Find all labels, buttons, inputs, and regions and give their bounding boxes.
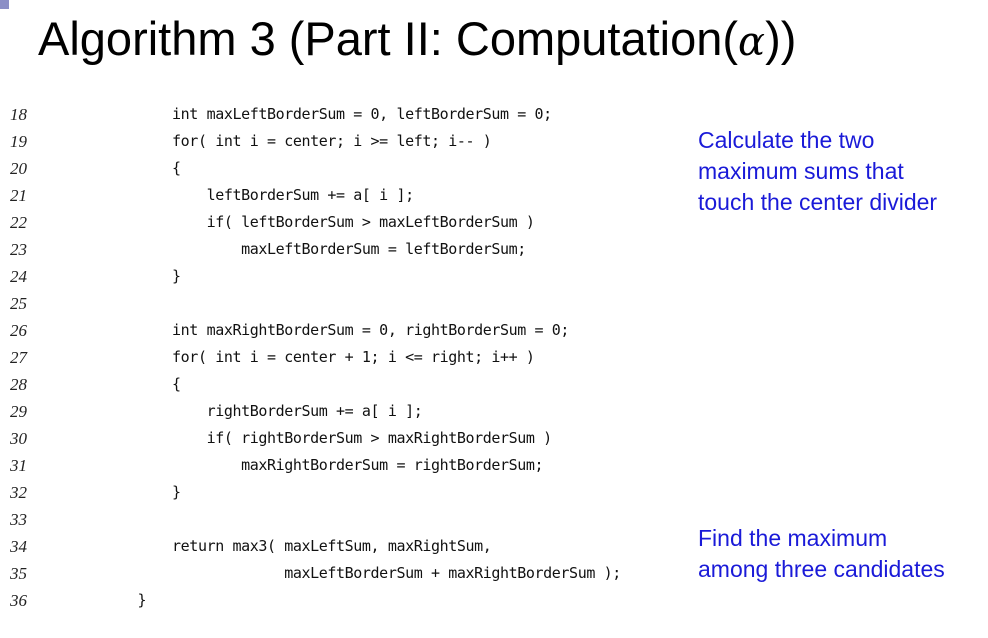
line-number: 29 [10, 402, 27, 421]
line-number: 34 [10, 537, 27, 556]
line-number: 18 [10, 105, 27, 124]
line-number: 33 [10, 510, 27, 529]
code-line: 18 int maxLeftBorderSum = 0, leftBorderS… [0, 101, 660, 128]
code-line: 35 maxLeftBorderSum + maxRightBorderSum … [0, 560, 660, 587]
line-number: 25 [10, 294, 27, 313]
code-text: leftBorderSum += a[ i ]; [103, 186, 415, 204]
code-line: 36 } [0, 587, 660, 614]
code-text: if( rightBorderSum > maxRightBorderSum ) [103, 429, 553, 447]
code-listing: 18 int maxLeftBorderSum = 0, leftBorderS… [0, 101, 660, 614]
alpha-symbol: α [738, 19, 766, 65]
code-line: 28 { [0, 371, 660, 398]
annotation-line: maximum sums that [698, 158, 904, 184]
slide-corner-mark [0, 0, 9, 9]
code-line: 25 [0, 290, 660, 317]
code-line: 24 } [0, 263, 660, 290]
line-number: 19 [10, 132, 27, 151]
annotation-line: Calculate the two [698, 127, 875, 153]
code-text: int maxLeftBorderSum = 0, leftBorderSum … [103, 105, 552, 123]
slide-title-suffix: )) [765, 12, 797, 65]
line-number: 22 [10, 213, 27, 232]
code-line: 32 } [0, 479, 660, 506]
code-line: 29 rightBorderSum += a[ i ]; [0, 398, 660, 425]
line-number: 21 [10, 186, 27, 205]
code-line: 20 { [0, 155, 660, 182]
code-line: 26 int maxRightBorderSum = 0, rightBorde… [0, 317, 660, 344]
annotation-max-of-three: Find the maximum among three candidates [698, 523, 945, 585]
line-number: 32 [10, 483, 27, 502]
code-line: 31 maxRightBorderSum = rightBorderSum; [0, 452, 660, 479]
code-text: for( int i = center; i >= left; i-- ) [103, 132, 492, 150]
code-line: 21 leftBorderSum += a[ i ]; [0, 182, 660, 209]
code-line: 30 if( rightBorderSum > maxRightBorderSu… [0, 425, 660, 452]
line-number: 27 [10, 348, 27, 367]
code-text: for( int i = center + 1; i <= right; i++… [103, 348, 535, 366]
line-number: 24 [10, 267, 27, 286]
code-text: { [103, 375, 181, 393]
line-number: 30 [10, 429, 27, 448]
code-line: 23 maxLeftBorderSum = leftBorderSum; [0, 236, 660, 263]
code-text: rightBorderSum += a[ i ]; [103, 402, 423, 420]
annotation-line: touch the center divider [698, 189, 938, 215]
code-text: } [103, 267, 181, 285]
code-text: { [103, 159, 181, 177]
line-number: 28 [10, 375, 27, 394]
code-line: 22 if( leftBorderSum > maxLeftBorderSum … [0, 209, 660, 236]
line-number: 35 [10, 564, 27, 583]
line-number: 26 [10, 321, 27, 340]
line-number: 20 [10, 159, 27, 178]
slide-title-prefix: Algorithm 3 (Part II: Computation( [38, 12, 739, 65]
annotation-line: Find the maximum [698, 525, 888, 551]
code-text: maxRightBorderSum = rightBorderSum; [103, 456, 544, 474]
code-line: 27 for( int i = center + 1; i <= right; … [0, 344, 660, 371]
code-line: 33 [0, 506, 660, 533]
line-number: 36 [10, 591, 27, 610]
code-text: maxLeftBorderSum + maxRightBorderSum ); [103, 564, 621, 582]
slide-title: Algorithm 3 (Part II: Computation(α)) [38, 4, 796, 77]
code-text: return max3( maxLeftSum, maxRightSum, [103, 537, 492, 555]
code-line: 19 for( int i = center; i >= left; i-- ) [0, 128, 660, 155]
line-number: 31 [10, 456, 27, 475]
code-line: 34 return max3( maxLeftSum, maxRightSum, [0, 533, 660, 560]
line-number: 23 [10, 240, 27, 259]
annotation-border-sums: Calculate the two maximum sums that touc… [698, 125, 937, 218]
code-text: if( leftBorderSum > maxLeftBorderSum ) [103, 213, 535, 231]
code-text: int maxRightBorderSum = 0, rightBorderSu… [103, 321, 570, 339]
annotation-line: among three candidates [698, 556, 945, 582]
code-text: maxLeftBorderSum = leftBorderSum; [103, 240, 526, 258]
code-text: } [103, 483, 181, 501]
code-text: } [103, 591, 147, 609]
